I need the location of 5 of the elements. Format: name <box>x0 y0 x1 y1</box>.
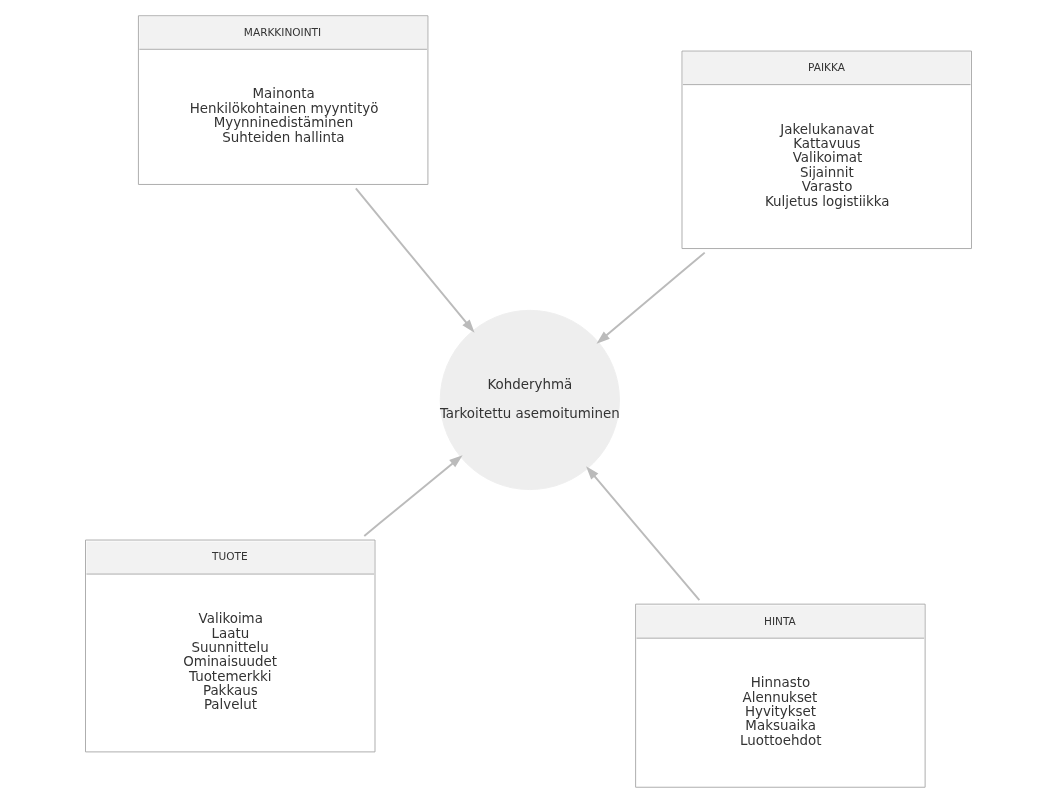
arrow <box>354 187 475 333</box>
arrow <box>596 251 706 344</box>
node-circle: Kohderyhmä Tarkoitettu asemoituminen <box>439 309 620 491</box>
arrow <box>585 466 700 602</box>
arrow <box>362 455 463 537</box>
